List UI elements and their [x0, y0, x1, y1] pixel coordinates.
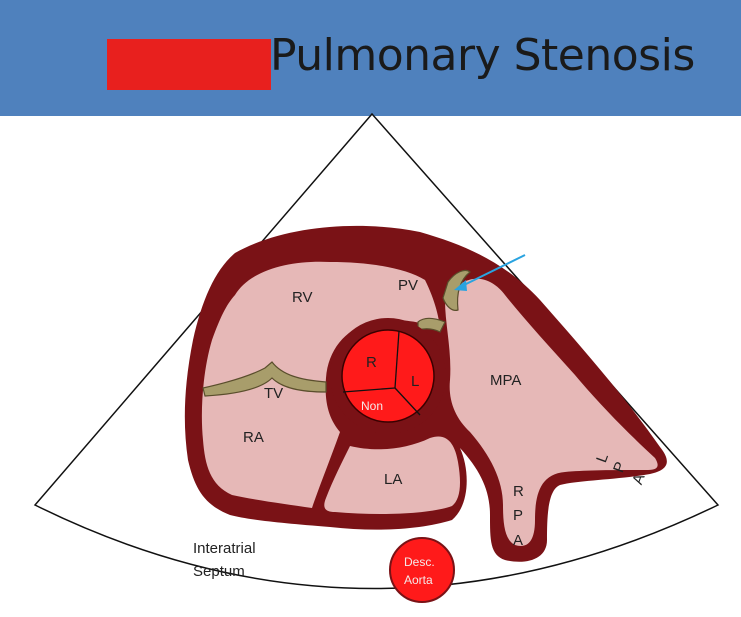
label-rpa-a: A [513, 532, 523, 549]
label-ra: RA [243, 429, 264, 446]
label-septum: Septum [193, 563, 245, 580]
label-tv: TV [264, 385, 283, 402]
label-interatrial: Interatrial [193, 540, 256, 557]
label-mpa: MPA [490, 372, 521, 389]
cusp-divider-1 [394, 330, 400, 389]
arrow-to-pulmonary-valve [461, 254, 526, 287]
label-rpa-r: R [513, 483, 524, 500]
label-aorta: Aorta [404, 573, 433, 587]
pulmonary-artery-chamber [445, 278, 658, 546]
label-pv: PV [398, 277, 418, 294]
cusp-divider-3 [394, 387, 421, 416]
cusp-divider-2 [342, 387, 396, 393]
arrowhead-icon [454, 280, 467, 291]
tricuspid-valve [202, 361, 327, 397]
redaction-box [107, 39, 271, 90]
left-atrium-chamber [324, 436, 460, 514]
aortic-valve [341, 329, 435, 423]
label-cusp-r: R [366, 354, 377, 371]
descending-aorta [389, 537, 455, 603]
label-rv: RV [292, 289, 313, 306]
label-desc: Desc. [404, 555, 435, 569]
label-rpa-p: P [513, 507, 523, 524]
label-la: LA [384, 471, 402, 488]
pulmonary-valve-leaflet-lower [417, 317, 446, 333]
label-cusp-l: L [411, 373, 419, 390]
slide-title: Pulmonary Stenosis [270, 30, 695, 81]
label-cusp-non: Non [361, 399, 383, 413]
